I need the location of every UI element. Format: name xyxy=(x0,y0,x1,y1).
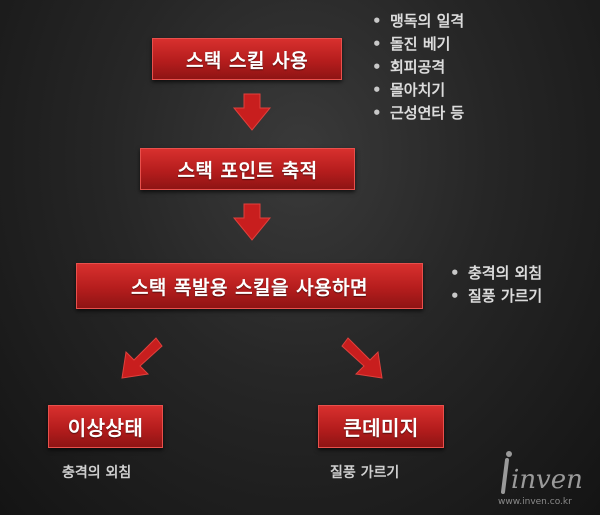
caption-left: 충격의 외침 xyxy=(62,465,132,481)
logo-wordmark: inven xyxy=(511,465,583,495)
step-stack-point-accumulate-label: 스택 포인트 축적 xyxy=(177,159,318,182)
down-arrow-icon-1 xyxy=(232,93,272,131)
step-stack-burst-skill-label: 스택 폭발용 스킬을 사용하면 xyxy=(130,276,369,299)
down-arrow-icon-2 xyxy=(232,203,272,241)
caption-right: 질풍 가르기 xyxy=(330,465,400,481)
logo-url: www.inven.co.kr xyxy=(498,497,572,507)
step-stack-skill-use-label: 스택 스킬 사용 xyxy=(185,49,309,72)
inven-logo: inven www.inven.co.kr xyxy=(490,448,595,508)
result-big-damage: 큰데미지 xyxy=(318,405,444,448)
step-stack-point-accumulate: 스택 포인트 축적 xyxy=(140,148,355,190)
step1-skill-list: 맹독의 일격 돌진 베기 회피공격 몰아치기 근성연타 등 xyxy=(372,10,464,125)
result-status-effect-label: 이상상태 xyxy=(67,416,144,440)
down-left-arrow-icon xyxy=(121,337,163,379)
step-stack-skill-use: 스택 스킬 사용 xyxy=(152,38,342,80)
step-stack-burst-skill: 스택 폭발용 스킬을 사용하면 xyxy=(76,263,423,309)
step3-skill-list: 충격의 외침 질풍 가르기 xyxy=(450,262,542,308)
list-item: 돌진 베기 xyxy=(372,33,464,56)
list-item: 충격의 외침 xyxy=(450,262,542,285)
list-item: 맹독의 일격 xyxy=(372,10,464,33)
down-right-arrow-icon xyxy=(341,337,383,379)
list-item: 회피공격 xyxy=(372,56,464,79)
list-item: 근성연타 등 xyxy=(372,102,464,125)
result-status-effect: 이상상태 xyxy=(48,405,163,448)
list-item: 몰아치기 xyxy=(372,79,464,102)
inven-logo-graphic: inven www.inven.co.kr xyxy=(498,451,583,507)
list-item: 질풍 가르기 xyxy=(450,285,542,308)
result-big-damage-label: 큰데미지 xyxy=(343,416,419,440)
